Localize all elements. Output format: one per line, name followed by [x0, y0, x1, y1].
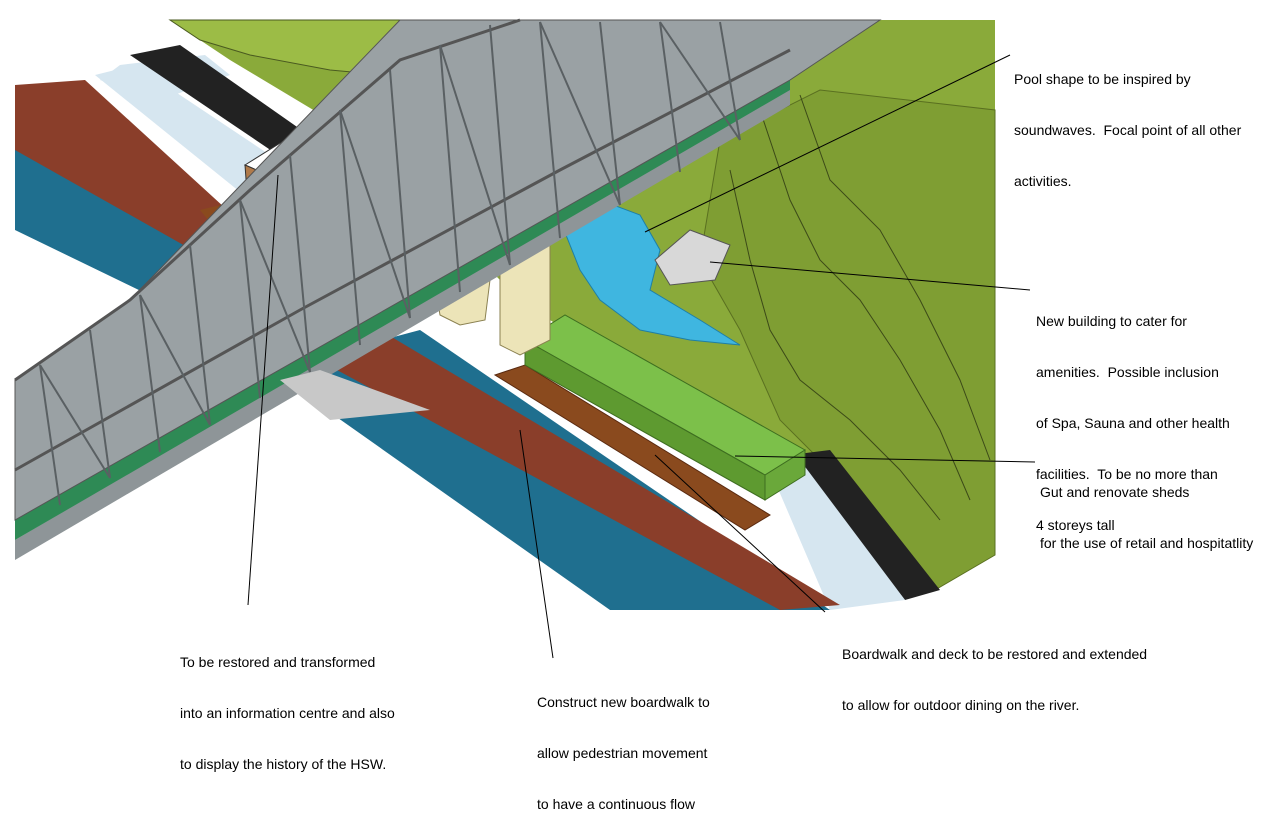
pool — [559, 199, 741, 346]
leader-pool — [644, 54, 1011, 233]
annotation-line: facilities. To be no more than — [1036, 466, 1218, 482]
leader-amenities — [709, 261, 1031, 291]
annotation-line: allow pedestrian movement — [537, 745, 708, 761]
bridge-bottom-chord — [14, 48, 791, 472]
site-plan-diagram — [14, 18, 1036, 659]
leader-lines — [247, 54, 1036, 659]
annotation-pool: Pool shape to be inspired by soundwaves.… — [1014, 37, 1241, 207]
annotation-line: soundwaves. Focal point of all other — [1014, 122, 1242, 138]
road — [130, 45, 330, 170]
leader-info — [247, 174, 279, 606]
annotation-line: To be restored and transformed — [180, 654, 376, 670]
new-boardwalk — [300, 330, 840, 610]
annotation-line: New building to cater for — [1036, 313, 1187, 329]
bridge-web-members — [39, 21, 741, 506]
leader-sheds — [734, 455, 1036, 463]
bridge-deck-base — [15, 85, 790, 560]
harbour-bridge — [14, 18, 882, 560]
leader-deck — [654, 454, 826, 613]
bridge-road-ramp — [280, 370, 430, 420]
amenities-building — [654, 229, 731, 286]
annotation-line: of Spa, Sauna and other health — [1036, 415, 1230, 431]
annotation-line: to allow for outdoor dining on the river… — [842, 697, 1080, 713]
annotation-line: to have a continuous flow — [537, 796, 695, 812]
annotation-boardwalk-deck: Boardwalk and deck to be restored and ex… — [842, 612, 1147, 731]
lower-path — [770, 460, 905, 610]
annotation-amenities-building: New building to cater for amenities. Pos… — [1036, 279, 1230, 551]
boardwalk-red-left — [15, 80, 260, 260]
annotation-line: 4 storeys tall — [1036, 517, 1115, 533]
terrace-lines — [759, 109, 971, 501]
annotation-line: into an information centre and also — [180, 705, 395, 721]
annotation-line: Construct new boardwalk to — [537, 694, 710, 710]
annotation-line: Pool shape to be inspired by — [1014, 71, 1191, 87]
annotation-sheds: Gut and renovate sheds for the use of re… — [1040, 450, 1253, 569]
annotation-line: amenities. Possible inclusion — [1036, 364, 1219, 380]
deck — [493, 364, 771, 531]
annotation-line: Gut and renovate sheds — [1040, 484, 1190, 500]
terrace-lines-2 — [799, 94, 991, 461]
annotation-new-boardwalk: Construct new boardwalk to allow pedestr… — [537, 660, 710, 830]
shed-end — [764, 449, 806, 501]
annotation-line: activities. — [1014, 173, 1072, 189]
annotation-information-centre: To be restored and transformed into an i… — [180, 620, 395, 790]
leader-boardwalk — [519, 429, 554, 659]
annotation-line: Boardwalk and deck to be restored and ex… — [842, 646, 1148, 662]
lower-road — [790, 450, 940, 600]
terrace-lines-3 — [729, 169, 941, 521]
annotation-line: for the use of retail and hospitatlity — [1040, 535, 1254, 551]
annotation-line: to display the history of the HSW. — [180, 756, 387, 772]
